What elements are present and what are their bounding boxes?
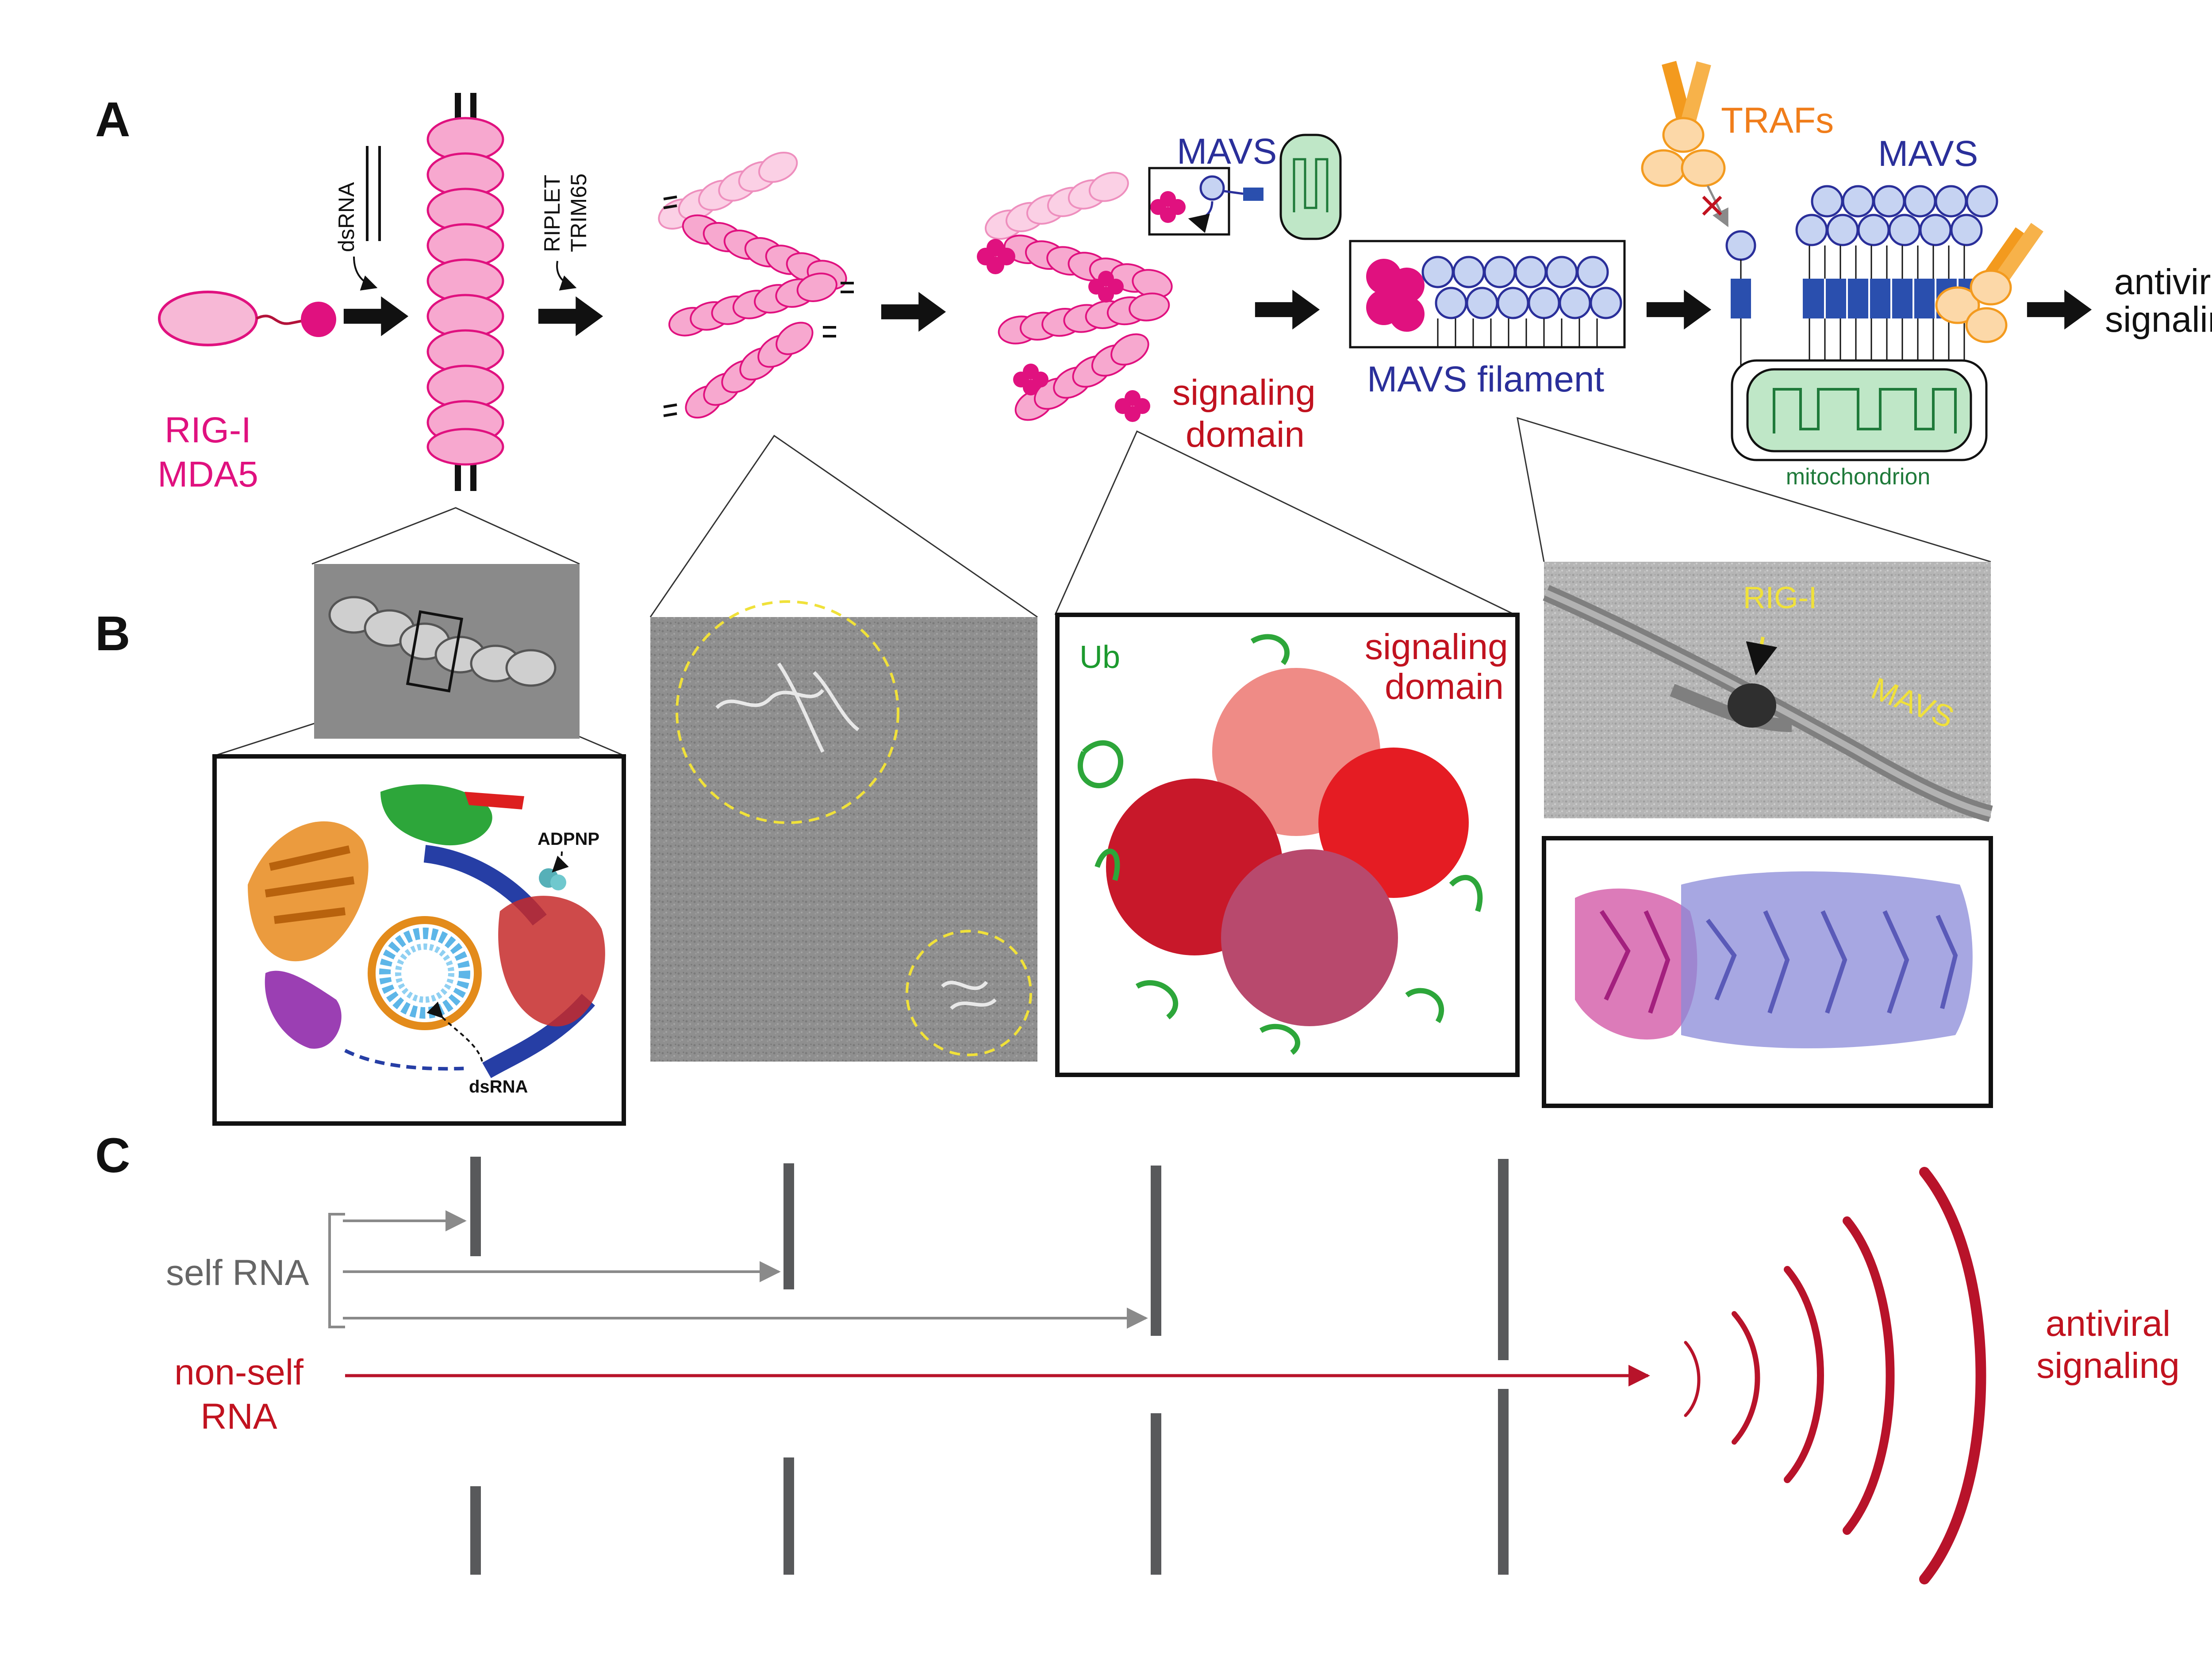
ligase-label-line1: RIPLET bbox=[540, 175, 565, 252]
receptor-monomer bbox=[158, 291, 336, 346]
mavs-recruit-box bbox=[1148, 167, 1230, 236]
dsrna-curve-arrow bbox=[353, 256, 378, 291]
em-image-oligomers bbox=[650, 600, 1037, 1062]
nonself-label-line1: non-self bbox=[174, 1352, 303, 1392]
self-rna-arrows bbox=[328, 1210, 1148, 1329]
mavs-card bbox=[1199, 175, 1225, 201]
card-oligomers bbox=[977, 172, 1186, 422]
panel-c-output-line2: signaling bbox=[2036, 1346, 2180, 1386]
output-label-line2: signaling bbox=[2105, 299, 2212, 340]
self-rna-label: self RNA bbox=[166, 1253, 309, 1293]
receptor-label-line2: MDA5 bbox=[157, 454, 258, 495]
mitochondrion-icon bbox=[1731, 359, 1988, 461]
mavs-aggregate bbox=[1795, 185, 1998, 363]
signal-wave-icon bbox=[1684, 1167, 1986, 1584]
signaling-label-line2: domain bbox=[1186, 414, 1305, 455]
nonself-label-line2: RNA bbox=[200, 1396, 277, 1437]
inhibition-x-icon bbox=[1702, 196, 1722, 216]
trafs-label: TRAFs bbox=[1721, 100, 1834, 141]
em-rigi-label: RIG-I bbox=[1743, 580, 1817, 615]
block-arrow-icon bbox=[2027, 290, 2092, 330]
receptor-filament bbox=[426, 93, 504, 491]
mavs-inactive bbox=[1725, 230, 1756, 372]
panel-c-label: C bbox=[95, 1128, 130, 1183]
block-arrow-icon bbox=[881, 292, 946, 332]
panel-a-label: A bbox=[95, 92, 130, 147]
mavs-right-label: MAVS bbox=[1878, 134, 1978, 174]
barriers bbox=[470, 1157, 1509, 1575]
ub-label: Ub bbox=[1079, 640, 1120, 675]
mavs-tm bbox=[1243, 188, 1263, 201]
block-arrow-icon bbox=[343, 296, 409, 336]
crystal-structure bbox=[212, 754, 626, 1126]
ligase-label-line2: TRIM65 bbox=[566, 173, 591, 252]
signaling-label-line1: signaling bbox=[1172, 372, 1316, 413]
em-image-mavs-filament bbox=[1543, 562, 1993, 822]
traf-icon bbox=[1935, 222, 2043, 343]
mitochondrion-label: mitochondrion bbox=[1786, 464, 1931, 490]
dsrna-icon bbox=[366, 146, 381, 241]
mavs-top-label: MAVS bbox=[1177, 131, 1277, 172]
panel-c-output-line1: antiviral bbox=[2046, 1304, 2171, 1344]
block-arrow-icon bbox=[538, 296, 603, 336]
class-average-image bbox=[314, 564, 580, 739]
receptor-oligomers bbox=[658, 151, 854, 419]
mavs-filament-box bbox=[1349, 240, 1626, 349]
signaling-structure-label-line1: signaling bbox=[1365, 627, 1508, 667]
mitochondrion-icon bbox=[1279, 134, 1342, 240]
signaling-domain-structure bbox=[1055, 613, 1520, 1077]
block-arrow-icon bbox=[1255, 290, 1320, 330]
receptor-label-line1: RIG-I bbox=[165, 410, 251, 450]
filament-model-structure bbox=[1542, 836, 1993, 1108]
output-label-line1: antiviral bbox=[2114, 262, 2212, 302]
block-arrow-icon bbox=[1646, 290, 1712, 330]
traf-icon bbox=[1641, 61, 1726, 187]
panel-b-label: B bbox=[95, 606, 130, 661]
adpnp-label: ADPNP bbox=[538, 829, 599, 849]
ligase-curve-arrow bbox=[556, 261, 577, 291]
signaling-structure-label-line2: domain bbox=[1385, 667, 1504, 707]
dsrna-label: dsRNA bbox=[334, 182, 359, 252]
mavs-filament-label: MAVS filament bbox=[1367, 359, 1604, 399]
dsrna-structure-label: dsRNA bbox=[469, 1077, 528, 1097]
